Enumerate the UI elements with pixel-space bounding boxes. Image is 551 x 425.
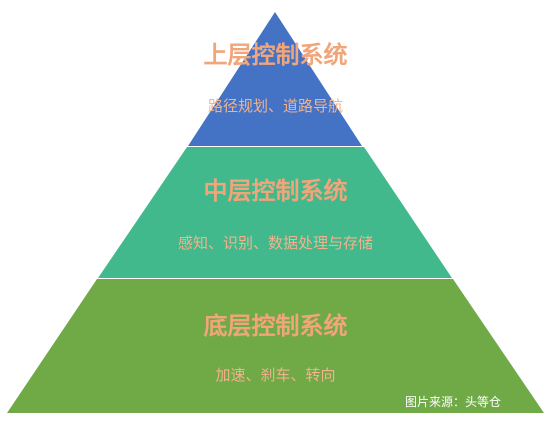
top-layer-description: 路径规划、道路导航	[207, 97, 343, 115]
image-source-caption: 图片来源：头等仓	[404, 395, 501, 409]
pyramid-bottom-layer	[7, 279, 544, 413]
bottom-layer-description: 加速、刹车、转向	[215, 366, 336, 384]
pyramid-top-layer	[188, 12, 362, 146]
pyramid-middle-layer	[98, 147, 452, 278]
top-layer-title: 上层控制系统	[203, 41, 348, 69]
middle-layer-description: 感知、识别、数据处理与存储	[177, 234, 373, 252]
middle-layer-title: 中层控制系统	[203, 177, 348, 205]
bottom-layer-title: 底层控制系统	[203, 312, 348, 340]
